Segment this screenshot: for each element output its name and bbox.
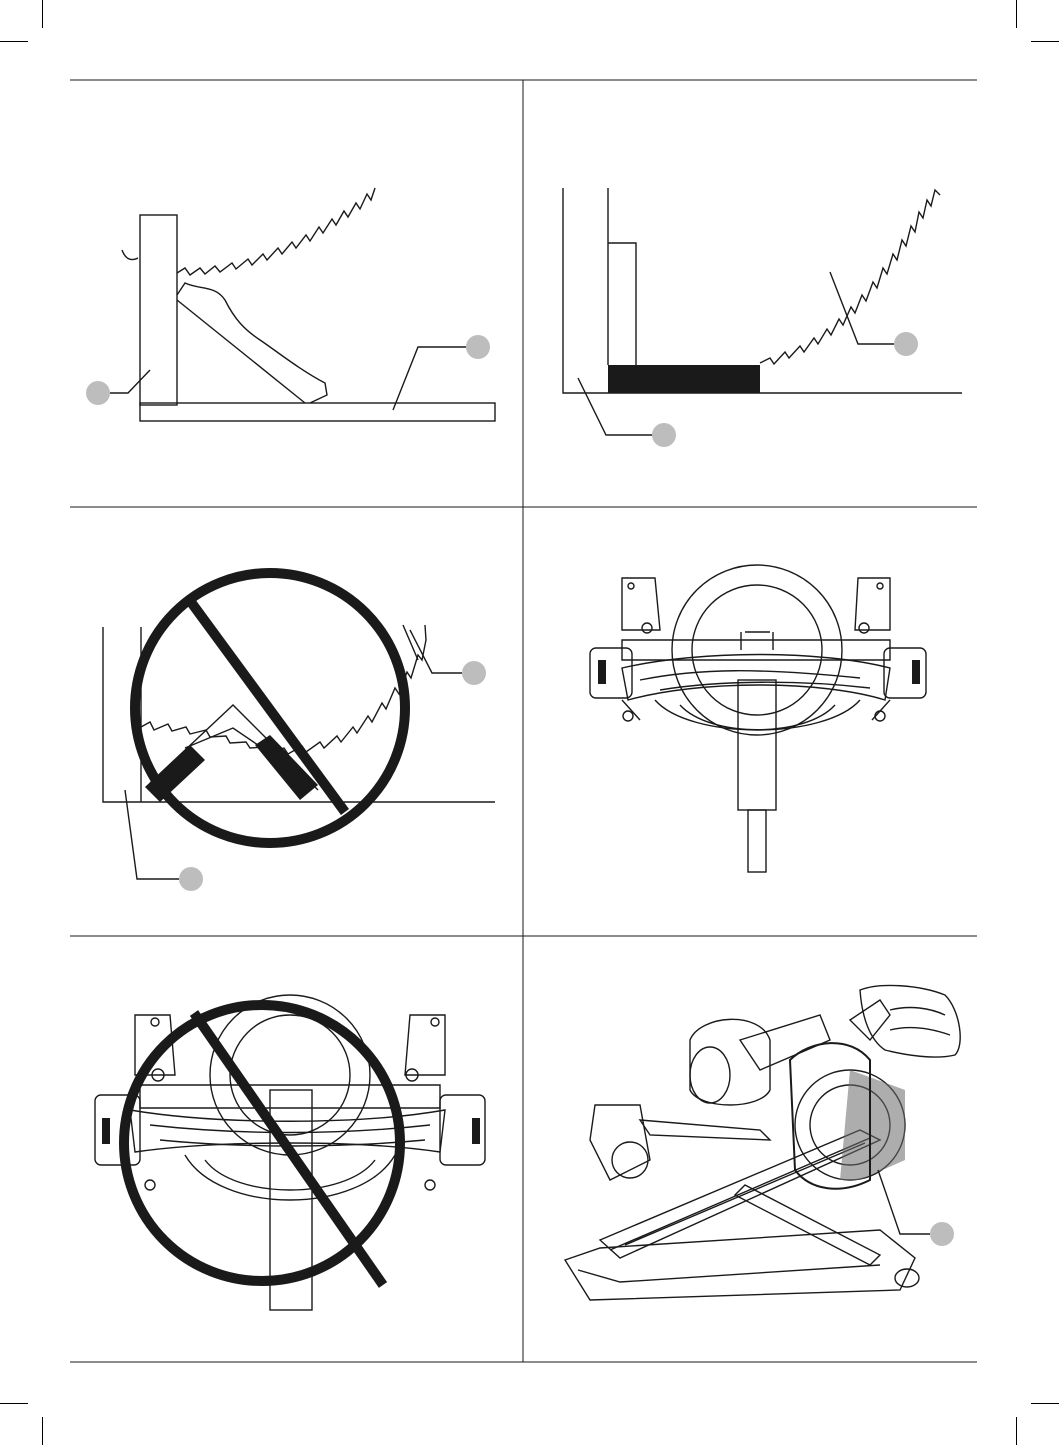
callout-blade xyxy=(930,1222,954,1246)
callout-blade xyxy=(462,661,486,685)
table xyxy=(140,403,495,421)
callout-corner xyxy=(652,423,676,447)
figure-f xyxy=(565,985,960,1300)
base-feet-top xyxy=(135,1015,445,1075)
miter-handle xyxy=(748,810,766,872)
figure-c xyxy=(103,573,495,891)
saw-base xyxy=(565,1230,915,1300)
leader-fence xyxy=(110,370,150,393)
saw-blade-teeth xyxy=(122,188,375,275)
prohibition-slash xyxy=(188,598,345,812)
leader-table xyxy=(393,347,466,410)
molding xyxy=(177,283,327,403)
molding-back xyxy=(608,243,636,365)
figure-a xyxy=(86,188,495,421)
callout-corner xyxy=(179,867,203,891)
miter-arm xyxy=(738,680,776,810)
base-feet-top xyxy=(622,578,890,630)
prohibition-slash xyxy=(194,1013,383,1285)
figure-d xyxy=(590,565,926,872)
hand xyxy=(860,985,960,1057)
blade-guard-top xyxy=(672,565,842,735)
motor-housing xyxy=(690,1019,770,1105)
miter-scale-arc xyxy=(185,1155,395,1200)
leader-blade xyxy=(410,630,462,673)
fence xyxy=(140,215,177,405)
fence-rail xyxy=(622,640,890,660)
bevel-scale xyxy=(590,1105,650,1180)
fence xyxy=(735,1185,880,1265)
molding-cross-section xyxy=(608,365,760,393)
callout-blade xyxy=(894,332,918,356)
blade-teeth-shade xyxy=(840,1070,905,1180)
callout-fence xyxy=(86,381,110,405)
figure-e xyxy=(95,995,485,1310)
figure-b xyxy=(563,188,962,447)
handle xyxy=(850,1000,890,1040)
callout-table xyxy=(466,335,490,359)
slide-rails xyxy=(640,1120,770,1140)
leader-blade xyxy=(830,272,894,344)
leader-blade xyxy=(878,1170,930,1234)
